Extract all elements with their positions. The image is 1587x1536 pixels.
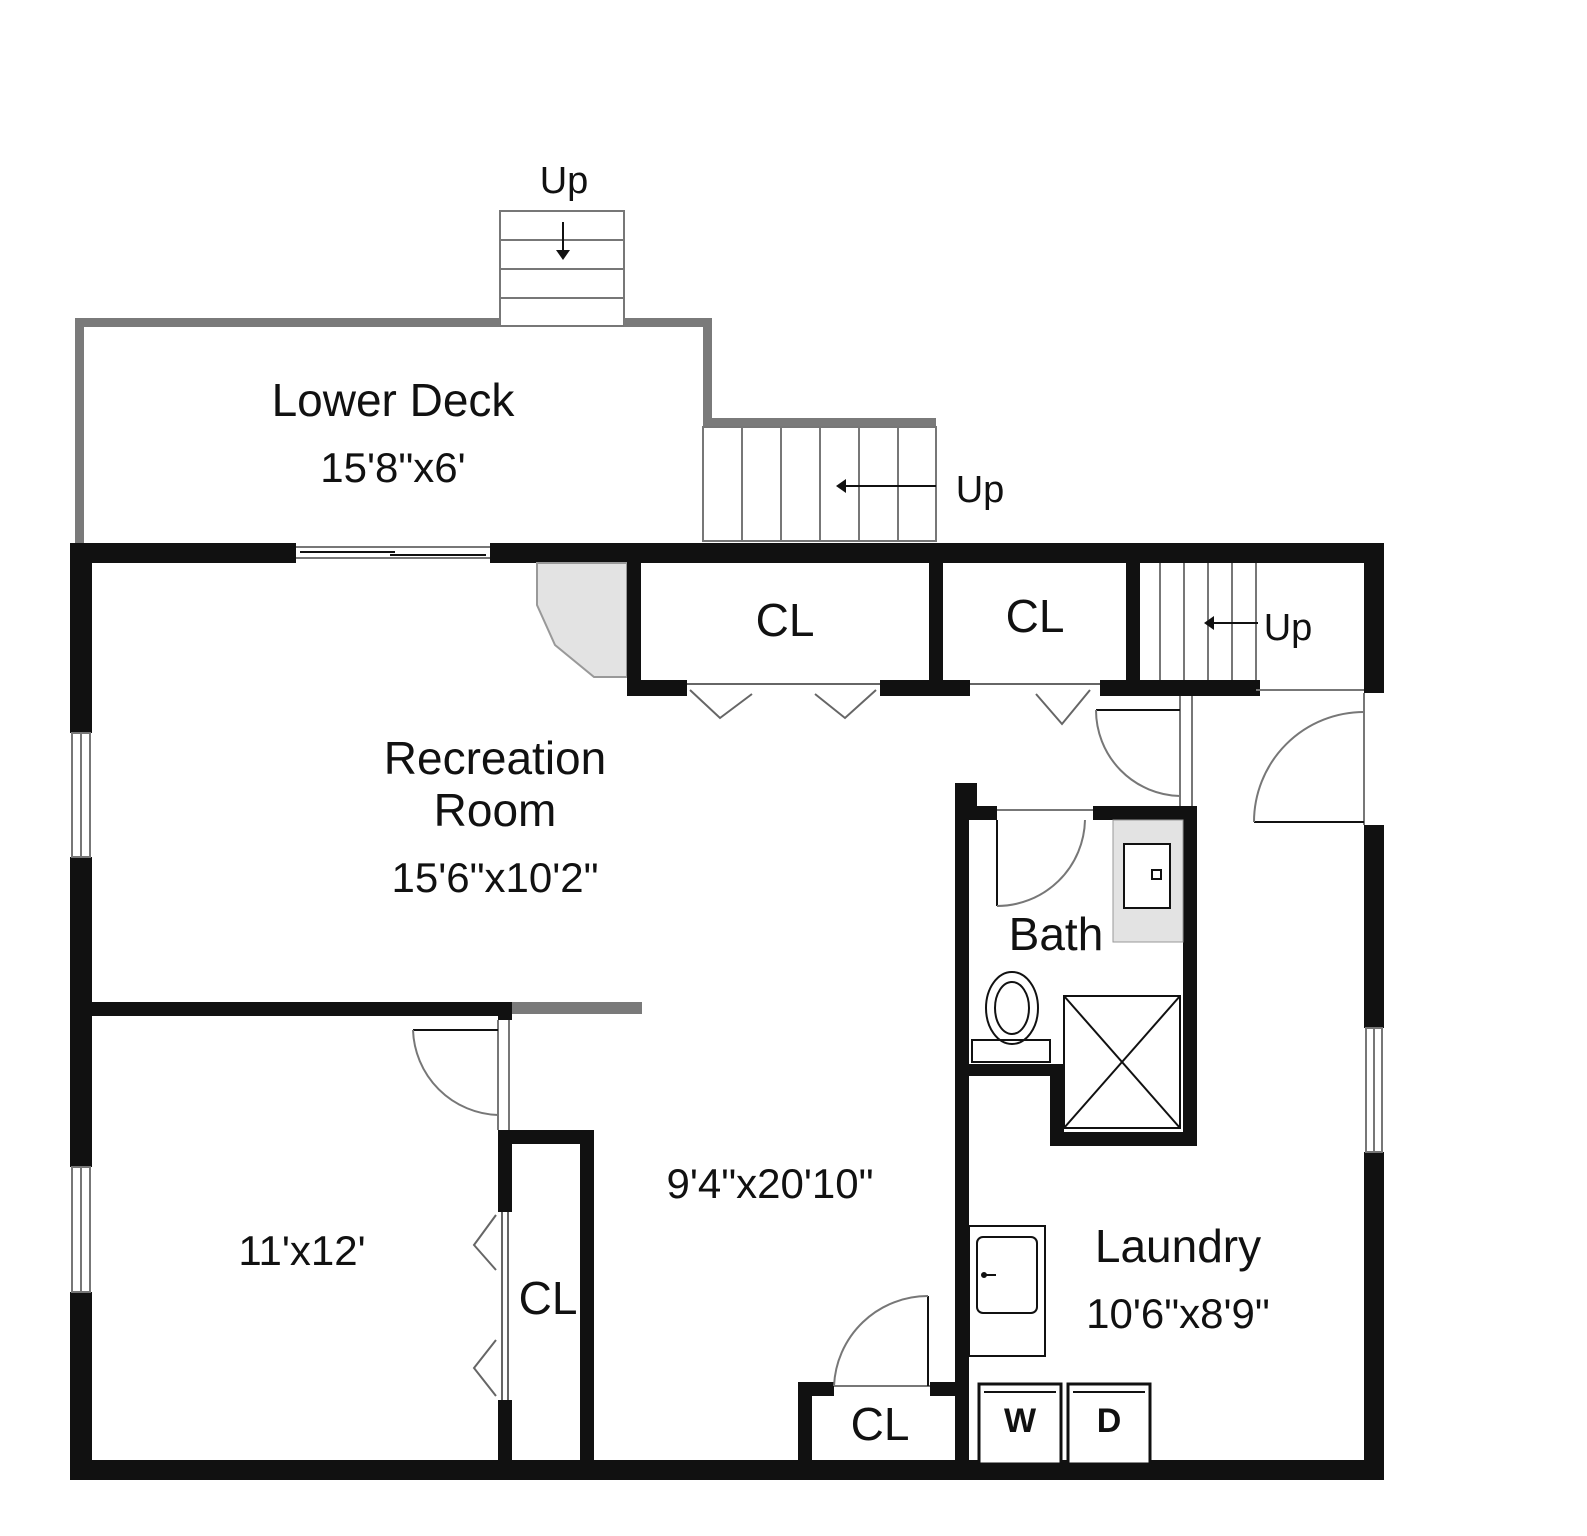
recreation-room-name-1: Recreation [384,732,606,784]
sliding-door[interactable] [296,546,490,559]
bath-door[interactable] [996,809,1093,907]
window-left-lower [71,1166,91,1293]
laundry-name: Laundry [1095,1220,1261,1272]
top-stair-arrow [556,250,570,260]
bath-laundry-walls [955,783,1197,1472]
bedroom-closet-label: CL [519,1272,578,1324]
washer: W [977,1382,1063,1466]
bedroom-top-wall [92,1002,642,1016]
hall-closet-label: CL [851,1398,910,1450]
interior-stair-arrow [1204,616,1214,630]
exterior-door[interactable] [1253,693,1365,825]
hall-dims: 9'4"x20'10" [666,1160,873,1207]
bath-name: Bath [1009,908,1104,960]
interior-stair-up-label: Up [1264,607,1313,649]
deck-stair-arrow [836,479,846,493]
window-right [1365,1027,1383,1153]
hall-closet-door[interactable] [833,1294,930,1387]
upper-closet-walls [627,556,1260,696]
hall-closet-walls [798,1382,960,1472]
closet-1-label: CL [756,594,815,646]
closet-2-bifold-door[interactable] [970,683,1100,726]
laundry-dims: 10'6"x8'9" [1086,1290,1270,1337]
deck-stair-up-label: Up [956,469,1005,511]
bedroom-closet-walls [498,1002,594,1472]
bedroom-door[interactable] [412,1020,510,1130]
deck-stair [702,426,937,542]
laundry-sink [968,1225,1046,1357]
top-stair [499,210,625,327]
shower [1063,995,1181,1129]
interior-stair [1159,563,1364,691]
bedroom-dims: 11'x12' [238,1227,365,1274]
window-left-upper [71,732,91,858]
top-stair-up-label: Up [540,160,589,202]
closet-1-bifold-door[interactable] [687,683,880,720]
lower-deck-name: Lower Deck [272,374,516,426]
toilet [971,971,1051,1063]
dryer: D [1066,1382,1152,1466]
bedroom-closet-bifold-door[interactable] [472,1212,509,1400]
lower-deck-railing [75,318,936,543]
recreation-room-dims: 15'6"x10'2" [391,854,598,901]
stair-landing-door[interactable] [1095,696,1193,806]
lower-deck-dims: 15'8"x6' [320,444,465,491]
recreation-room-name-2: Room [434,784,557,836]
washer-label: W [1004,1402,1037,1440]
closet-2-label: CL [1006,590,1065,642]
fireplace [536,562,628,678]
dryer-label: D [1097,1402,1122,1440]
bath-sink [1112,819,1184,943]
